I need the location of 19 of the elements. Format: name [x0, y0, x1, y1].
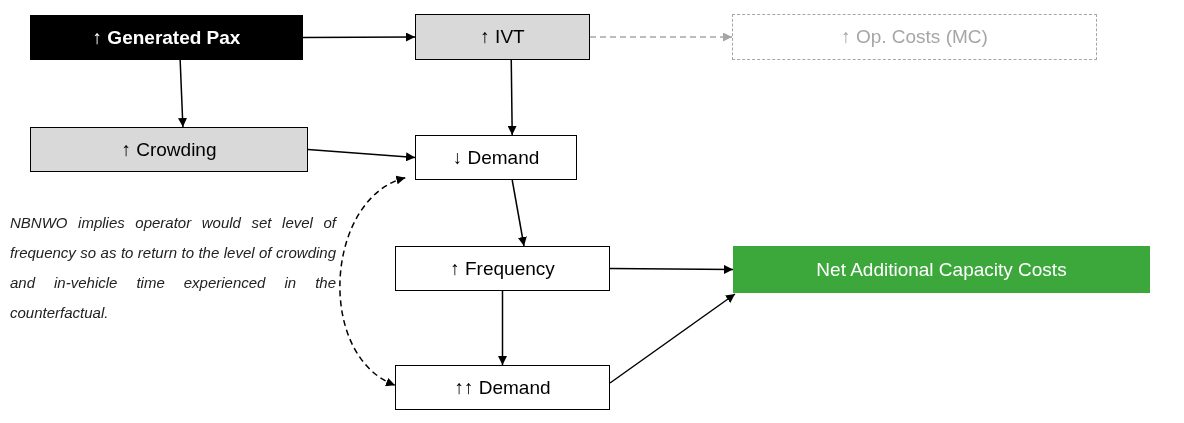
process-box: ↑ Crowding: [30, 127, 308, 172]
arrow: [511, 179, 527, 247]
process-box: ↑↑ Demand: [395, 365, 610, 410]
arrow: [609, 293, 736, 384]
process-box: ↑ Op. Costs (MC): [732, 14, 1097, 60]
process-box: ↑ Frequency: [395, 246, 610, 291]
arrow: [307, 148, 416, 162]
note-text: NBNWO implies operator would set level of frequency so as to return to the level of crowding and in-vehicle time experienced in the counterfactual.: [10, 213, 336, 323]
process-box: ↓ Demand: [415, 135, 577, 180]
arrow: [498, 290, 507, 366]
arrow: [507, 59, 517, 136]
result-box: Net Additional Capacity Costs: [733, 246, 1150, 293]
arrow: [178, 59, 188, 128]
process-box: ↑ IVT: [415, 14, 590, 60]
arrow: [302, 32, 416, 42]
process-box: ↑ Generated Pax: [30, 15, 303, 60]
arrow: [609, 264, 734, 274]
dashed-arrow: [339, 177, 407, 386]
dashed-arrow: [589, 32, 733, 42]
